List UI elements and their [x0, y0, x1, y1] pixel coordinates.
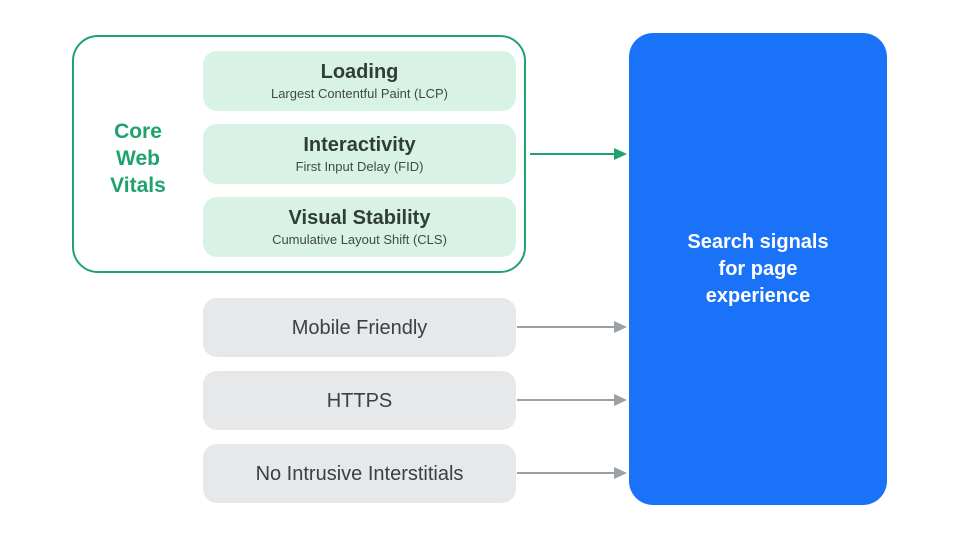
core-web-vitals-label-line: Web [116, 147, 160, 170]
cwv-pill-interactivity: Interactivity First Input Delay (FID) [203, 124, 516, 184]
cwv-pill-loading-title: Loading [320, 61, 399, 83]
interstitials-arrow-line [517, 472, 615, 474]
https-arrow-head-icon [614, 394, 627, 406]
cwv-arrow-head-icon [614, 148, 627, 160]
search-signals-text: Search signals for page experience [687, 229, 828, 310]
cwv-pill-loading-subtitle: Largest Contentful Paint (LCP) [270, 86, 449, 101]
pill-mobile-friendly: Mobile Friendly [203, 298, 516, 357]
cwv-pill-visual-stability-title: Visual Stability [288, 207, 431, 229]
search-signals-text-line: Search signals [687, 230, 829, 253]
https-arrow-line [517, 399, 615, 401]
mobile-friendly-arrow-line [517, 326, 615, 328]
mobile-friendly-arrow-head-icon [614, 321, 627, 333]
pill-mobile-friendly-label: Mobile Friendly [291, 316, 428, 339]
core-web-vitals-label-line: Core [114, 120, 162, 143]
pill-https-label: HTTPS [326, 389, 393, 412]
cwv-pill-loading: Loading Largest Contentful Paint (LCP) [203, 51, 516, 111]
cwv-pill-visual-stability: Visual Stability Cumulative Layout Shift… [203, 197, 516, 257]
cwv-pill-interactivity-subtitle: First Input Delay (FID) [295, 159, 424, 174]
cwv-arrow-line [530, 153, 615, 155]
cwv-pill-interactivity-title: Interactivity [303, 134, 416, 156]
search-signals-box: Search signals for page experience [629, 33, 887, 505]
core-web-vitals-label-line: Vitals [110, 174, 166, 197]
search-signals-text-line: experience [705, 284, 811, 307]
cwv-pill-visual-stability-subtitle: Cumulative Layout Shift (CLS) [272, 232, 447, 247]
search-signals-text-line: for page [718, 257, 798, 280]
core-web-vitals-label: Core Web Vitals [74, 118, 202, 199]
pill-no-intrusive-interstitials: No Intrusive Interstitials [203, 444, 516, 503]
pill-https: HTTPS [203, 371, 516, 430]
interstitials-arrow-head-icon [614, 467, 627, 479]
pill-no-intrusive-interstitials-label: No Intrusive Interstitials [255, 462, 464, 485]
